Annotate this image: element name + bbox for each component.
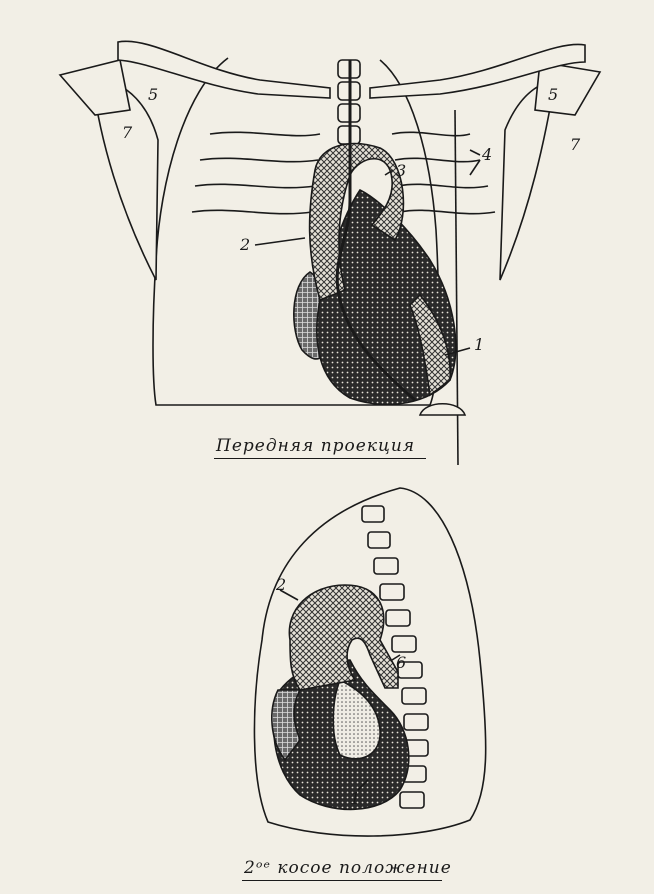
label-front-7-right: 7 — [570, 135, 581, 154]
oblique-aorta — [289, 585, 398, 690]
oblique-projection — [254, 488, 485, 836]
vertebra — [400, 792, 424, 808]
rib-line — [192, 210, 312, 213]
label-front-7-left: 7 — [122, 123, 133, 142]
vertebra — [392, 636, 416, 652]
front-projection — [60, 41, 600, 465]
rib-line — [395, 158, 480, 161]
rib-line — [210, 132, 320, 135]
leader-2 — [255, 238, 305, 245]
vertebra — [380, 584, 404, 600]
label-front-3: 3 — [396, 161, 406, 180]
vertebra — [374, 558, 398, 574]
caption-front: Передняя проекция — [216, 436, 415, 456]
label-front-4: 4 — [481, 145, 492, 164]
leader-4 — [470, 150, 480, 175]
label-front-5-right: 5 — [548, 85, 558, 104]
label-front-2: 2 — [239, 235, 250, 254]
caption-oblique: 2ᵒᵉ косое положение — [244, 858, 452, 878]
caption-oblique-underline — [242, 880, 442, 881]
vertebra — [402, 688, 426, 704]
rib-line — [400, 210, 495, 213]
label-oblique-6: 6 — [396, 653, 406, 672]
rib-line — [398, 184, 488, 187]
caption-front-underline — [214, 458, 426, 459]
label-front-5-left: 5 — [148, 85, 158, 104]
left-humerus — [60, 60, 130, 115]
vertebra — [386, 610, 410, 626]
rib-line — [392, 132, 470, 135]
vertebra — [404, 714, 428, 730]
label-oblique-1: 1 — [350, 789, 360, 808]
vertebra — [362, 506, 384, 522]
label-front-1: 1 — [474, 335, 484, 354]
rib-line — [200, 158, 318, 161]
label-oblique-2: 2 — [275, 575, 286, 594]
vertebra — [368, 532, 390, 548]
rib-line — [195, 184, 315, 187]
